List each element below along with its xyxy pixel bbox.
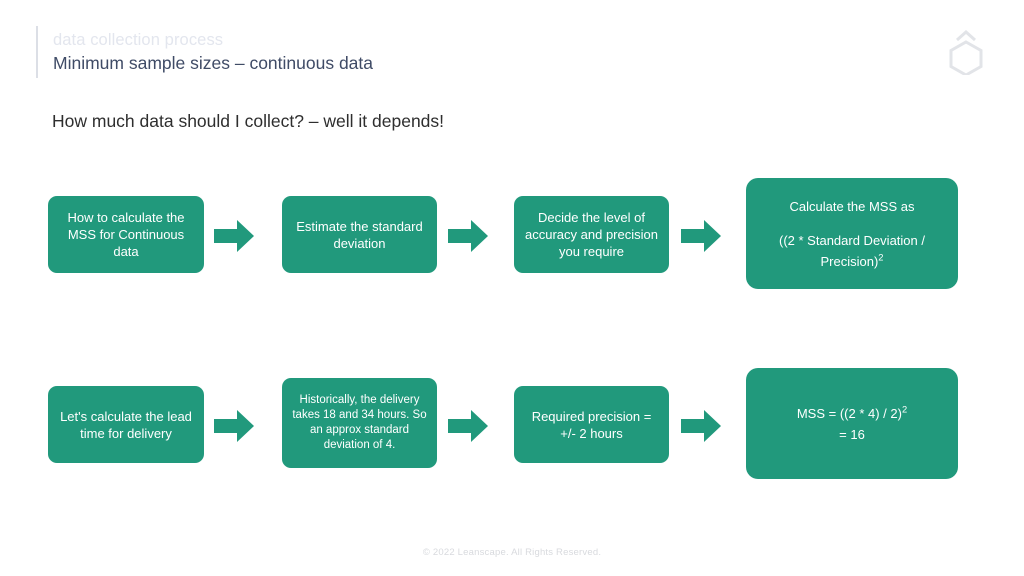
node-label: Required precision = +/- 2 hours	[531, 408, 652, 441]
header-eyebrow: data collection process	[53, 31, 224, 49]
node-lead-time-example[interactable]: Let's calculate the lead time for delive…	[48, 386, 204, 463]
node-label: Estimate the standard deviation	[296, 218, 423, 251]
node-label: Decide the level of accuracy and precisi…	[525, 210, 658, 259]
node-formula-result: = 16	[839, 426, 865, 442]
node-formula: ((2 * Standard Deviation / Precision)2	[755, 230, 949, 272]
node-calculate-mss-formula[interactable]: Calculate the MSS as ((2 * Standard Devi…	[746, 178, 958, 289]
hexagon-chevron-logo-icon	[944, 27, 988, 77]
header-accent-rule	[36, 26, 38, 78]
page-title: Minimum sample sizes – continuous data	[53, 53, 374, 73]
node-required-precision[interactable]: Required precision = +/- 2 hours	[514, 386, 669, 463]
formula-body: MSS = ((2 * 4) / 2)	[796, 405, 902, 421]
formula-exponent: 2	[878, 252, 884, 263]
node-estimate-std-dev[interactable]: Estimate the standard deviation	[282, 196, 437, 273]
formula-body: ((2 * Standard Deviation / Precision)	[779, 232, 925, 269]
copyright-footer: © 2022 Leanscape. All Rights Reserved.	[422, 547, 602, 558]
flow-row-example: Let's calculate the lead time for delive…	[0, 368, 1024, 480]
right-arrow-icon	[679, 406, 723, 446]
header-text-group: data collection process Minimum sample s…	[38, 26, 373, 78]
flow-row-method: How to calculate the MSS for Continuous …	[0, 178, 1024, 290]
node-historical-data[interactable]: Historically, the delivery takes 18 and …	[282, 378, 437, 468]
node-spacer	[755, 217, 949, 230]
node-heading: Calculate the MSS as	[789, 198, 915, 214]
right-arrow-icon	[212, 216, 256, 256]
node-formula: MSS = ((2 * 4) / 2)2	[755, 403, 949, 424]
node-label: How to calculate the MSS for Continuous …	[67, 210, 185, 259]
right-arrow-icon	[679, 216, 723, 256]
node-how-to-calculate[interactable]: How to calculate the MSS for Continuous …	[48, 196, 204, 273]
right-arrow-icon	[212, 406, 256, 446]
formula-exponent: 2	[901, 404, 908, 415]
right-arrow-icon	[446, 216, 490, 256]
node-decide-accuracy[interactable]: Decide the level of accuracy and precisi…	[514, 196, 669, 273]
slide-header: data collection process Minimum sample s…	[36, 26, 373, 78]
node-label: Historically, the delivery takes 18 and …	[292, 394, 427, 451]
node-mss-result[interactable]: MSS = ((2 * 4) / 2)2 = 16	[746, 368, 958, 479]
lede-text: How much data should I collect? – well i…	[52, 111, 445, 131]
node-label: Let's calculate the lead time for delive…	[60, 408, 192, 441]
right-arrow-icon	[446, 406, 490, 446]
